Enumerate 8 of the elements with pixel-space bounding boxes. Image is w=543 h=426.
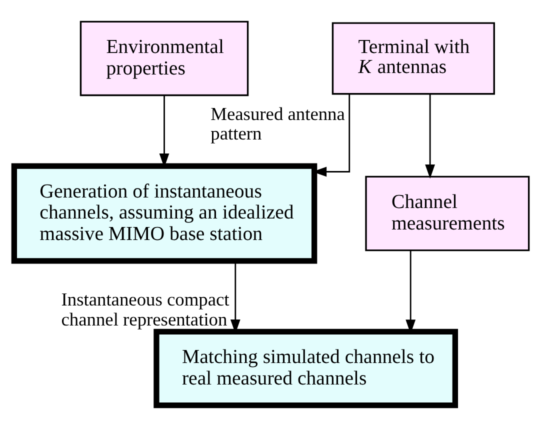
node-box: Generation of instantaneous channels, assuming an idealized massive MIMO base station [11, 162, 318, 264]
node-box: Environmental properties [80, 20, 249, 96]
node-box: Channel measurements [365, 175, 530, 251]
edge-label: Measured antenna pattern [210, 103, 345, 144]
node-box: Matching simulated channels to real measured channels [154, 328, 458, 408]
edge-label: Instantaneous compact channel representation [61, 288, 230, 329]
node-box: Terminal with K antennas [332, 22, 495, 94]
arrow [425, 94, 436, 178]
